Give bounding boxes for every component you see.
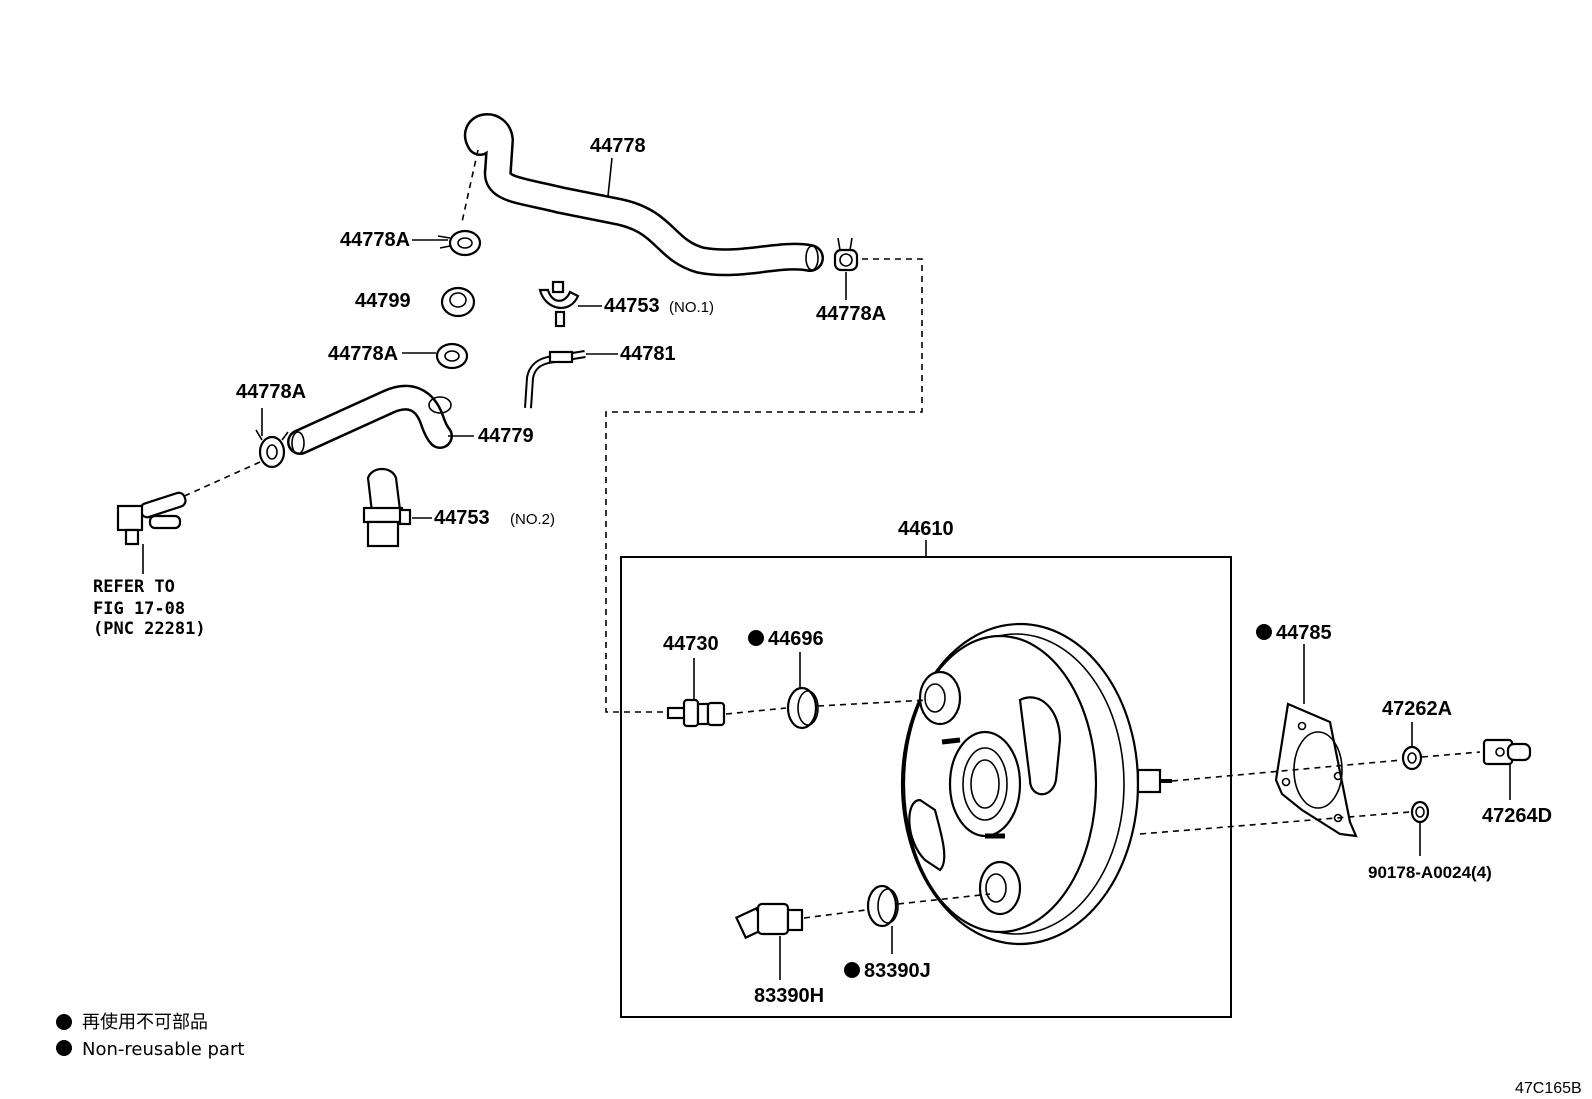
legend-text-jp: 再使用不可部品 [82,1012,208,1033]
clevis-47264d[interactable] [1482,738,1532,766]
legend-bullet-jp [56,1014,72,1030]
label-44779: 44779 [478,425,534,447]
sensor-83390h[interactable] [734,902,804,940]
gasket-44785[interactable] [1274,702,1358,838]
vacuum-valve[interactable] [116,491,187,546]
grommet-83390j[interactable] [866,884,899,928]
refer-line-2: FIG 17-08 [93,599,185,619]
grommet-44696[interactable] [786,686,819,730]
label-44781: 44781 [620,343,676,365]
clamp-44753-no1[interactable] [538,280,580,328]
nut-90178-a0024[interactable] [1410,800,1430,824]
label-44785: 44785 [1276,622,1332,644]
label-44778a-2: 44778A [816,303,886,325]
label-44778a-3: 44778A [328,343,398,365]
label-44753-no2: 44753 [434,507,490,529]
hose-44778[interactable] [464,113,824,277]
label-44799: 44799 [355,290,411,312]
label-44778a-1: 44778A [340,229,410,251]
label-47262a: 47262A [1382,698,1452,720]
brake-booster[interactable] [900,622,1172,946]
label-44753-no1: 44753 [604,295,660,317]
grommet-44799[interactable] [440,286,476,318]
non-reusable-mark-44785 [1256,624,1272,640]
clip-44778a-left[interactable] [255,429,289,469]
clamp-44753-no2[interactable] [362,467,412,548]
label-44610: 44610 [898,518,954,540]
nut-47262a[interactable] [1401,745,1423,771]
label-44730: 44730 [663,633,719,655]
label-44778a-4: 44778A [236,381,306,403]
refer-line-3: (PNC 22281) [93,619,206,639]
clip-44778a-upper-left[interactable] [437,229,482,257]
label-90178: 90178-A0024(4) [1368,863,1492,882]
hose-44779[interactable] [287,384,453,455]
label-83390j: 83390J [864,960,931,982]
legend-bullet-en [56,1040,72,1056]
label-83390h: 83390H [754,985,824,1007]
bracket-44781[interactable] [524,350,586,409]
non-reusable-mark-44696 [748,630,764,646]
label-47264d: 47264D [1482,805,1552,827]
check-valve-44730[interactable] [666,698,726,728]
label-44753-no2-note: (NO.2) [510,511,555,528]
non-reusable-mark-83390j [844,962,860,978]
label-44753-no1-note: (NO.1) [669,299,714,316]
refer-line-1: REFER TO [93,577,175,597]
figure-id: 47C165B [1515,1080,1582,1097]
clip-44778a-mid[interactable] [435,342,469,370]
label-44696: 44696 [768,628,824,650]
label-44778: 44778 [590,135,646,157]
legend-text-en: Non-reusable part [82,1039,244,1060]
clip-44778a-upper-right[interactable] [833,237,859,272]
